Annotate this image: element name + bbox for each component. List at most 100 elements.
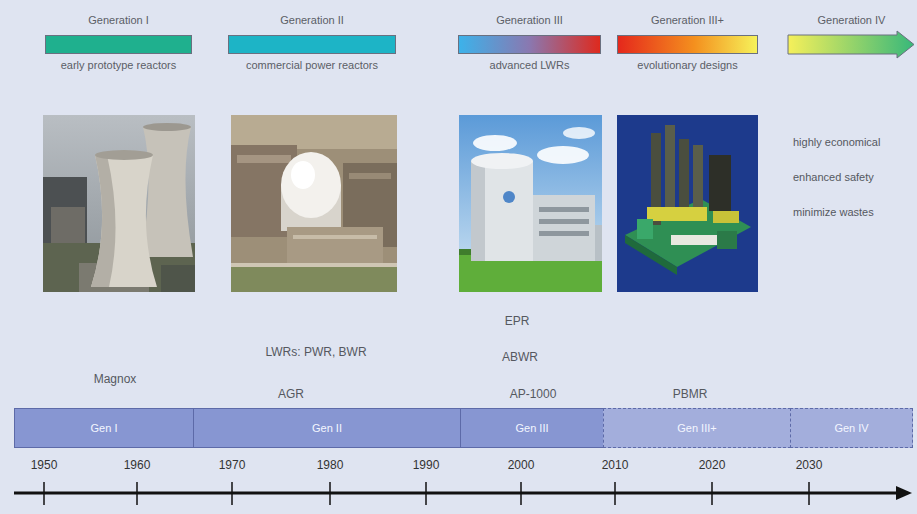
year-label-holder: 1990	[413, 458, 440, 472]
year-label-holder: 2000	[508, 458, 535, 472]
time-axis-part	[614, 482, 616, 505]
magnox-photo-part	[91, 155, 116, 287]
segment-label: Gen III+	[677, 422, 716, 434]
segment-label: Gen II	[312, 422, 342, 434]
segment-label: Gen III	[515, 422, 548, 434]
epr-rendering-part	[471, 153, 533, 169]
pbmr-model-part	[717, 231, 737, 249]
epr-rendering-part	[537, 146, 589, 164]
segment-label: Gen IV	[834, 422, 868, 434]
timeline-segment: Gen III+	[603, 408, 791, 448]
epr-rendering-part	[539, 231, 589, 236]
gen2-plant-photo-part	[291, 161, 315, 189]
pbmr-model-part	[625, 199, 751, 267]
time-axis-part	[711, 482, 713, 505]
feature-note-holder: minimize wastes	[793, 206, 874, 218]
feature-note: highly economical	[793, 136, 880, 148]
reactor-type-holder: AGR	[278, 387, 304, 401]
feature-note-holder: enhanced safety	[793, 171, 874, 183]
epr-rendering-part	[595, 225, 602, 261]
gen2-plant-photo-part	[281, 152, 341, 218]
epr-rendering-part	[471, 161, 533, 261]
generation-band: Generation III+evolutionary designs	[617, 10, 758, 73]
segment-label: Gen I	[91, 422, 118, 434]
reactor-type: EPR	[505, 314, 530, 328]
epr-rendering-part	[539, 207, 589, 212]
gen2-plant-photo-part	[231, 263, 397, 267]
reactor-type-holder: EPR	[505, 314, 530, 328]
magnox-photo-part	[161, 265, 195, 292]
year-label-holder: 2010	[602, 458, 629, 472]
generation-heading: Generation I	[88, 10, 149, 30]
gen2-plant-photo-part	[349, 173, 391, 179]
generation-band: Generation IV	[788, 10, 915, 54]
epr-rendering-part	[471, 161, 485, 261]
timeline-segment: Gen III	[460, 408, 604, 448]
time-axis-part	[520, 482, 522, 505]
pbmr-model-part	[693, 145, 703, 215]
time-axis-part	[43, 482, 45, 505]
time-axis-part	[329, 482, 331, 505]
reactor-type-holder: ABWR	[502, 350, 538, 364]
epr-rendering-part	[533, 195, 595, 261]
feature-note: enhanced safety	[793, 171, 874, 183]
time-axis	[14, 482, 912, 505]
year-label: 1950	[31, 458, 58, 472]
gen2-plant-photo	[231, 115, 397, 292]
year-label-holder: 1950	[31, 458, 58, 472]
year-label: 1970	[219, 458, 246, 472]
reactor-type: AP-1000	[510, 387, 557, 401]
reactor-type: ABWR	[502, 350, 538, 364]
magnox-photo-part	[143, 123, 191, 131]
year-label: 1960	[124, 458, 151, 472]
generation-bar	[228, 35, 396, 54]
pbmr-model-part	[617, 115, 758, 292]
generation-heading: Generation III	[496, 10, 563, 30]
time-axis-part	[14, 492, 898, 495]
year-label: 2000	[508, 458, 535, 472]
year-label-holder: 1980	[317, 458, 344, 472]
time-axis-part	[231, 482, 233, 505]
gen2-plant-photo-part	[231, 115, 397, 292]
magnox-photo-part	[141, 127, 193, 257]
timeline-segment: Gen II	[193, 408, 461, 448]
pbmr-model-part	[647, 207, 707, 221]
feature-note-holder: highly economical	[793, 136, 880, 148]
generation-band: Generation Iearly prototype reactors	[45, 10, 192, 73]
epr-rendering	[459, 115, 602, 292]
gen2-plant-photo-part	[293, 235, 377, 239]
year-label-holder: 2030	[796, 458, 823, 472]
epr-rendering-part	[563, 127, 595, 139]
epr-rendering-part	[473, 135, 517, 151]
epr-rendering-part	[539, 219, 589, 224]
pbmr-model-part	[671, 235, 717, 245]
generation-band: Generation IIIadvanced LWRs	[458, 10, 601, 73]
epr-rendering-part	[459, 115, 602, 292]
generation-bar	[788, 35, 915, 54]
pbmr-model-part	[665, 125, 675, 221]
time-axis-part	[136, 482, 138, 505]
time-axis-part	[425, 482, 427, 505]
generation-bar	[458, 35, 601, 54]
pbmr-model-part	[709, 155, 731, 211]
year-label: 2010	[602, 458, 629, 472]
year-label: 2030	[796, 458, 823, 472]
generation-heading: Generation IV	[818, 10, 886, 30]
time-axis-part	[896, 486, 912, 500]
magnox-photo	[43, 115, 195, 292]
reactor-type: PBMR	[673, 387, 708, 401]
reactor-type: LWRs: PWR, BWR	[265, 345, 366, 359]
generation-heading: Generation II	[280, 10, 344, 30]
year-label: 2020	[699, 458, 726, 472]
magnox-photo-part	[95, 150, 153, 160]
magnox-photo-part	[91, 155, 157, 287]
generation-heading: Generation III+	[651, 10, 724, 30]
time-axis-part	[808, 482, 810, 505]
reactor-type: Magnox	[94, 372, 137, 386]
timeline-segment: Gen I	[14, 408, 194, 448]
generation-bar	[45, 35, 192, 54]
reactor-type: AGR	[278, 387, 304, 401]
generation-arrow-shape	[788, 31, 914, 58]
